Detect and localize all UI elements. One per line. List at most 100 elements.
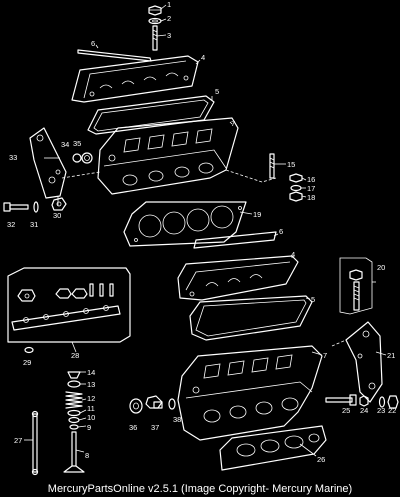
- callout-24: 24: [360, 406, 368, 415]
- part-fitting-30: [51, 197, 67, 211]
- callout-2: 2: [167, 14, 171, 23]
- part-washer-2: [148, 17, 162, 25]
- part-rocker-cover-4b: [177, 255, 299, 301]
- part-pushrod-27: [31, 410, 39, 476]
- leader-line: [81, 398, 87, 401]
- callout-18: 18: [307, 193, 315, 202]
- leader-line: [78, 417, 87, 421]
- part-ring-38: [168, 398, 176, 410]
- part-stud-20: [349, 269, 363, 311]
- callout-7-lower: 7: [323, 351, 327, 360]
- part-rocker-set-28: [7, 267, 131, 343]
- part-nut-1: [148, 5, 162, 16]
- callout-23: 23: [377, 406, 385, 415]
- part-spring-12: [65, 391, 83, 409]
- part-spacer-9: [69, 424, 79, 430]
- leader-line: [229, 121, 233, 125]
- leader-line: [195, 59, 201, 65]
- part-washer-23: [378, 396, 386, 408]
- part-stud-15: [269, 153, 275, 179]
- callout-30: 30: [53, 211, 61, 220]
- leader-line: [301, 195, 307, 198]
- callout-9: 9: [87, 423, 91, 432]
- part-seal-35: [81, 152, 93, 164]
- callout-box-20: [339, 257, 373, 315]
- leader-line: [71, 341, 77, 353]
- part-washer-17: [290, 184, 302, 192]
- leader-line: [77, 425, 87, 428]
- callout-11: 11: [87, 404, 95, 413]
- part-cylinder-head-7b: [177, 345, 323, 441]
- part-retainer-14: [67, 371, 81, 379]
- callout-38: 38: [173, 415, 181, 424]
- part-gasket-strip-6a: [77, 49, 152, 62]
- leader-line: [301, 177, 307, 181]
- callout-12: 12: [87, 394, 95, 403]
- part-rocker-cover-4a: [71, 55, 199, 103]
- alignment-line: [61, 171, 101, 179]
- leader-line: [160, 4, 167, 10]
- callout-13: 13: [87, 380, 95, 389]
- leader-line: [299, 443, 317, 457]
- callout-3: 3: [167, 31, 171, 40]
- callout-32: 32: [7, 220, 15, 229]
- part-bracket-33: [29, 127, 67, 199]
- leader-line: [239, 211, 253, 215]
- callout-31: 31: [30, 220, 38, 229]
- alignment-line: [225, 169, 277, 183]
- callout-6-lower: 6: [279, 227, 283, 236]
- part-nut-16: [289, 173, 303, 183]
- callout-6: 6: [91, 39, 95, 48]
- leader-line: [79, 409, 87, 414]
- callout-33: 33: [9, 153, 17, 162]
- image-caption: MercuryPartsOnline v2.5.1 (Image Copyrig…: [47, 483, 353, 495]
- leader-line: [375, 351, 387, 356]
- callout-5-lower: 5: [311, 295, 315, 304]
- callout-1: 1: [167, 0, 171, 9]
- part-fitting-36: [129, 398, 143, 414]
- callout-15: 15: [287, 160, 295, 169]
- callout-10: 10: [87, 413, 95, 422]
- callout-21: 21: [387, 351, 395, 360]
- part-fitting-37: [145, 395, 163, 409]
- part-bracket-21: [345, 321, 383, 403]
- part-seal-10: [68, 416, 80, 424]
- leader-line: [273, 233, 279, 237]
- part-valve-8: [63, 431, 85, 473]
- part-washer-31: [33, 201, 39, 213]
- callout-36: 36: [129, 423, 137, 432]
- callout-34: 34: [61, 140, 69, 149]
- callout-16: 16: [307, 175, 315, 184]
- part-cover-gasket-5a: [87, 95, 215, 135]
- callout-19: 19: [253, 210, 261, 219]
- callout-28: 28: [71, 351, 79, 360]
- callout-29: 29: [23, 358, 31, 367]
- alignment-line: [331, 339, 347, 347]
- leader-line: [95, 44, 99, 49]
- callout-17: 17: [307, 184, 315, 193]
- part-nut-24: [359, 395, 369, 407]
- part-stud-3: [152, 25, 158, 51]
- callout-26: 26: [317, 455, 325, 464]
- part-bolt-32: [3, 202, 29, 212]
- callout-27: 27: [14, 436, 22, 445]
- callout-22: 22: [388, 406, 396, 415]
- part-washer-34: [72, 153, 82, 163]
- part-valve-seal-13: [67, 380, 81, 388]
- part-gasket-strip-6b: [193, 231, 277, 249]
- callout-20: 20: [377, 263, 385, 272]
- callout-8: 8: [85, 451, 89, 460]
- callout-25: 25: [342, 406, 350, 415]
- part-bolt-25: [325, 394, 357, 406]
- callout-14: 14: [87, 368, 95, 377]
- part-washer-11: [67, 409, 81, 417]
- part-cover-gasket-5b: [189, 295, 313, 341]
- callout-35: 35: [73, 139, 81, 148]
- part-nut-18: [289, 191, 303, 202]
- callout-4: 4: [201, 53, 205, 62]
- leader-line: [160, 18, 167, 22]
- leader-line: [156, 34, 167, 37]
- part-manifold-gasket-26: [219, 425, 327, 471]
